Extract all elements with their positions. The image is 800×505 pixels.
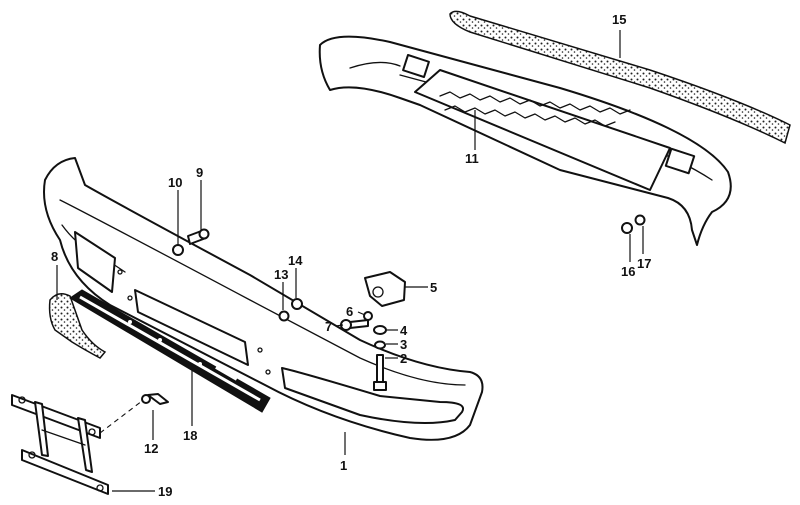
callout-18: 18 [183,428,197,443]
washer-3 [374,340,386,350]
nut-14 [291,298,303,310]
front-bumper [43,157,484,441]
leader-lines [56,30,644,492]
callout-labels: 1 2 3 4 5 6 7 8 9 10 11 12 13 14 15 16 1… [51,12,651,499]
callout-6: 6 [346,304,353,319]
bumper-bracket-5 [364,271,406,307]
callout-15: 15 [612,12,626,27]
callout-17: 17 [637,256,651,271]
washer-6 [363,311,373,321]
callout-19: 19 [158,484,172,499]
nut-10 [172,244,184,256]
license-plate-bar [69,289,271,413]
callout-9: 9 [196,165,203,180]
callout-3: 3 [400,337,407,352]
callout-11: 11 [465,151,479,166]
callout-12: 12 [144,441,158,456]
callout-5: 5 [430,280,437,295]
callout-4: 4 [400,323,408,338]
callout-16: 16 [621,264,635,279]
rear-bumper-strip [449,10,791,145]
washer-17 [634,214,646,226]
bolt-2 [376,354,384,383]
washer-13 [278,310,290,322]
callout-2: 2 [400,351,407,366]
bolt-7 [349,319,369,329]
license-plate-bracket [11,394,109,495]
callout-8: 8 [51,249,58,264]
rear-bumper [318,35,732,246]
hardware [141,214,646,405]
nut-16 [621,222,633,234]
callout-10: 10 [168,175,182,190]
washer-4 [373,325,387,335]
callout-7: 7 [325,319,332,334]
callout-13: 13 [274,267,288,282]
callout-14: 14 [288,253,303,268]
callout-1: 1 [340,458,347,473]
bumper-end-guard [48,293,107,359]
screw-12 [147,393,169,405]
